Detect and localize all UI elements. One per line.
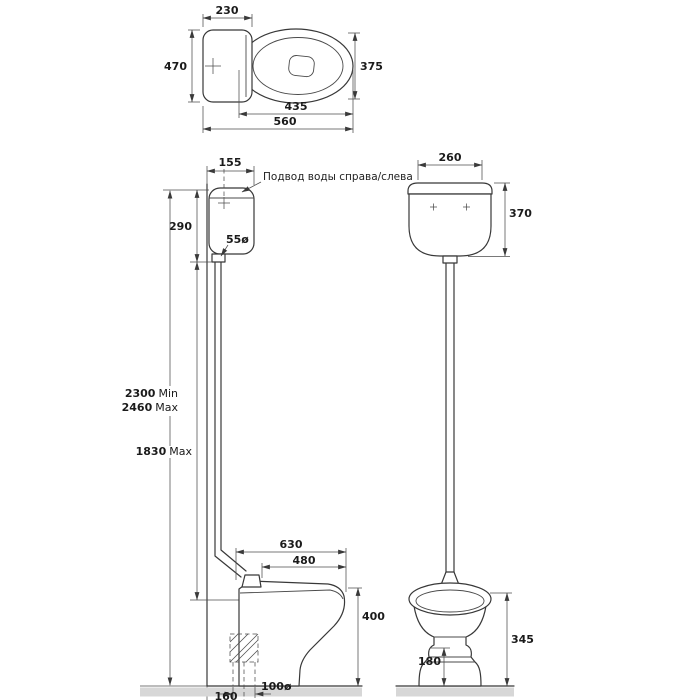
flush-pipe-side <box>214 261 247 578</box>
bowl-rim-front <box>408 582 492 616</box>
dim-100: 100ø <box>261 680 292 693</box>
dim-470: 470 <box>164 60 187 73</box>
top-view: 230 470 375 435 560 <box>164 4 383 133</box>
dim-480: 480 <box>293 554 316 567</box>
bowl-side-profile <box>238 580 346 687</box>
annotation-leader <box>241 181 262 193</box>
bowl-outline-plan <box>238 28 354 104</box>
pedestal-detail-lines <box>425 636 475 663</box>
outlet-hidden-drops <box>232 662 256 700</box>
bowl-rim-line-side <box>239 589 344 600</box>
dim-375: 375 <box>360 60 383 73</box>
front-view: 260 370 345 180 <box>395 151 534 697</box>
dim-560: 560 <box>274 115 297 128</box>
water-inlet-cross <box>218 197 230 209</box>
bowl-rim-inner-front <box>415 589 485 613</box>
bowl-body-front <box>413 605 487 687</box>
flush-valve-front <box>442 255 458 264</box>
cistern-screw-marks <box>430 203 470 211</box>
cistern-body-front <box>408 193 492 257</box>
centerline-cross <box>205 58 221 74</box>
ground-hatch-side <box>140 687 362 697</box>
dim-180: 180 <box>418 655 441 668</box>
dim-630: 630 <box>280 538 303 551</box>
dim-370: 370 <box>509 207 532 220</box>
cistern-plan <box>202 29 253 103</box>
ext-lines-290 <box>163 189 212 263</box>
dim-260: 260 <box>439 151 462 164</box>
dim-230: 230 <box>216 4 239 17</box>
side-view: Подвод воды справа/слева 155 290 55ø 183… <box>122 156 413 700</box>
dim-155: 155 <box>219 156 242 169</box>
dim-55: 55ø <box>226 233 249 246</box>
dim-435: 435 <box>285 100 308 113</box>
outlet-hatch-lines <box>229 633 259 663</box>
seat-opening-plan <box>252 37 344 95</box>
ground-hatch-front <box>396 687 514 697</box>
water-supply-annotation: Подвод воды справа/слева <box>263 171 413 183</box>
pipe-dia-leader <box>220 244 229 257</box>
pipe-spud-side <box>241 574 262 588</box>
flush-valve-side <box>211 253 226 263</box>
outlet-hole-plan <box>288 55 315 78</box>
cistern-lid-front <box>407 182 493 195</box>
ext-lines-470 <box>188 29 200 103</box>
cistern-side <box>208 187 255 255</box>
ext-lines-100 <box>232 687 256 698</box>
dim-290: 290 <box>169 220 192 233</box>
dim-345: 345 <box>511 633 534 646</box>
dim-400: 400 <box>362 610 385 623</box>
dim-160: 160 <box>215 690 238 700</box>
flush-pipe-front <box>445 259 455 577</box>
ext-lines-435 <box>238 70 354 133</box>
